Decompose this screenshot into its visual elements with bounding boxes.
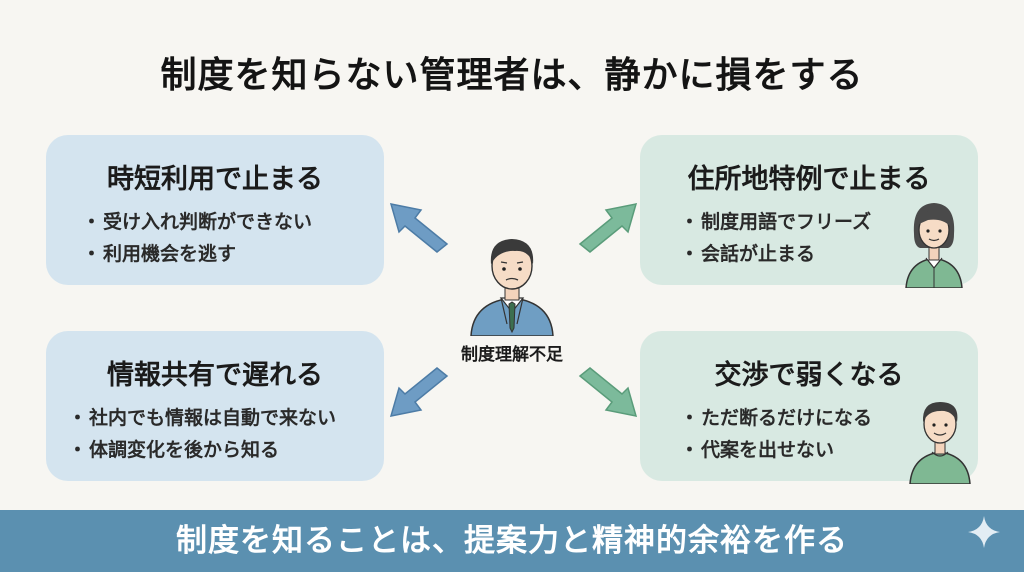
man-figure-icon xyxy=(909,402,971,484)
list-item: 会話が止まる xyxy=(680,238,978,270)
card-short-hours: 時短利用で止まる 受け入れ判断ができない 利用機会を逃す xyxy=(46,135,384,285)
list-item: 代案を出せない xyxy=(680,434,978,466)
center-label: 制度理解不足 xyxy=(461,345,563,365)
arrow-up-left-icon xyxy=(389,203,449,253)
banner-text: 制度を知ることは、提案力と精神的余裕を作る xyxy=(176,523,848,559)
card-title: 時短利用で止まる xyxy=(107,164,323,195)
list-item: 体調変化を後から知る xyxy=(68,434,384,466)
page-title: 制度を知らない管理者は、静かに損をする xyxy=(160,55,864,96)
card-list: 受け入れ判断ができない 利用機会を逃す xyxy=(46,206,384,270)
card-list: 社内でも情報は自動で来ない 体調変化を後から知る xyxy=(46,402,384,466)
sparkle-icon xyxy=(968,516,1000,548)
arrow-down-left-icon xyxy=(389,367,449,417)
card-list: ただ断るだけになる 代案を出せない xyxy=(640,402,978,466)
card-title: 住所地特例で止まる xyxy=(687,164,931,195)
list-item: 制度用語でフリーズ xyxy=(680,206,978,238)
list-item: 受け入れ判断ができない xyxy=(82,206,384,238)
bottom-banner: 制度を知ることは、提案力と精神的余裕を作る xyxy=(0,510,1024,572)
list-item: ただ断るだけになる xyxy=(680,402,978,434)
card-info-sharing: 情報共有で遅れる 社内でも情報は自動で来ない 体調変化を後から知る xyxy=(46,331,384,481)
list-item: 利用機会を逃す xyxy=(82,238,384,270)
manager-figure-icon xyxy=(470,239,554,336)
woman-figure-icon xyxy=(905,203,963,288)
card-title: 交渉で弱くなる xyxy=(714,360,904,391)
card-list: 制度用語でフリーズ 会話が止まる xyxy=(640,206,978,270)
card-title: 情報共有で遅れる xyxy=(107,360,323,391)
list-item: 社内でも情報は自動で来ない xyxy=(68,402,384,434)
arrow-up-right-icon xyxy=(578,203,638,253)
arrow-down-right-icon xyxy=(578,367,638,417)
card-negotiation: 交渉で弱くなる ただ断るだけになる 代案を出せない xyxy=(640,331,978,481)
